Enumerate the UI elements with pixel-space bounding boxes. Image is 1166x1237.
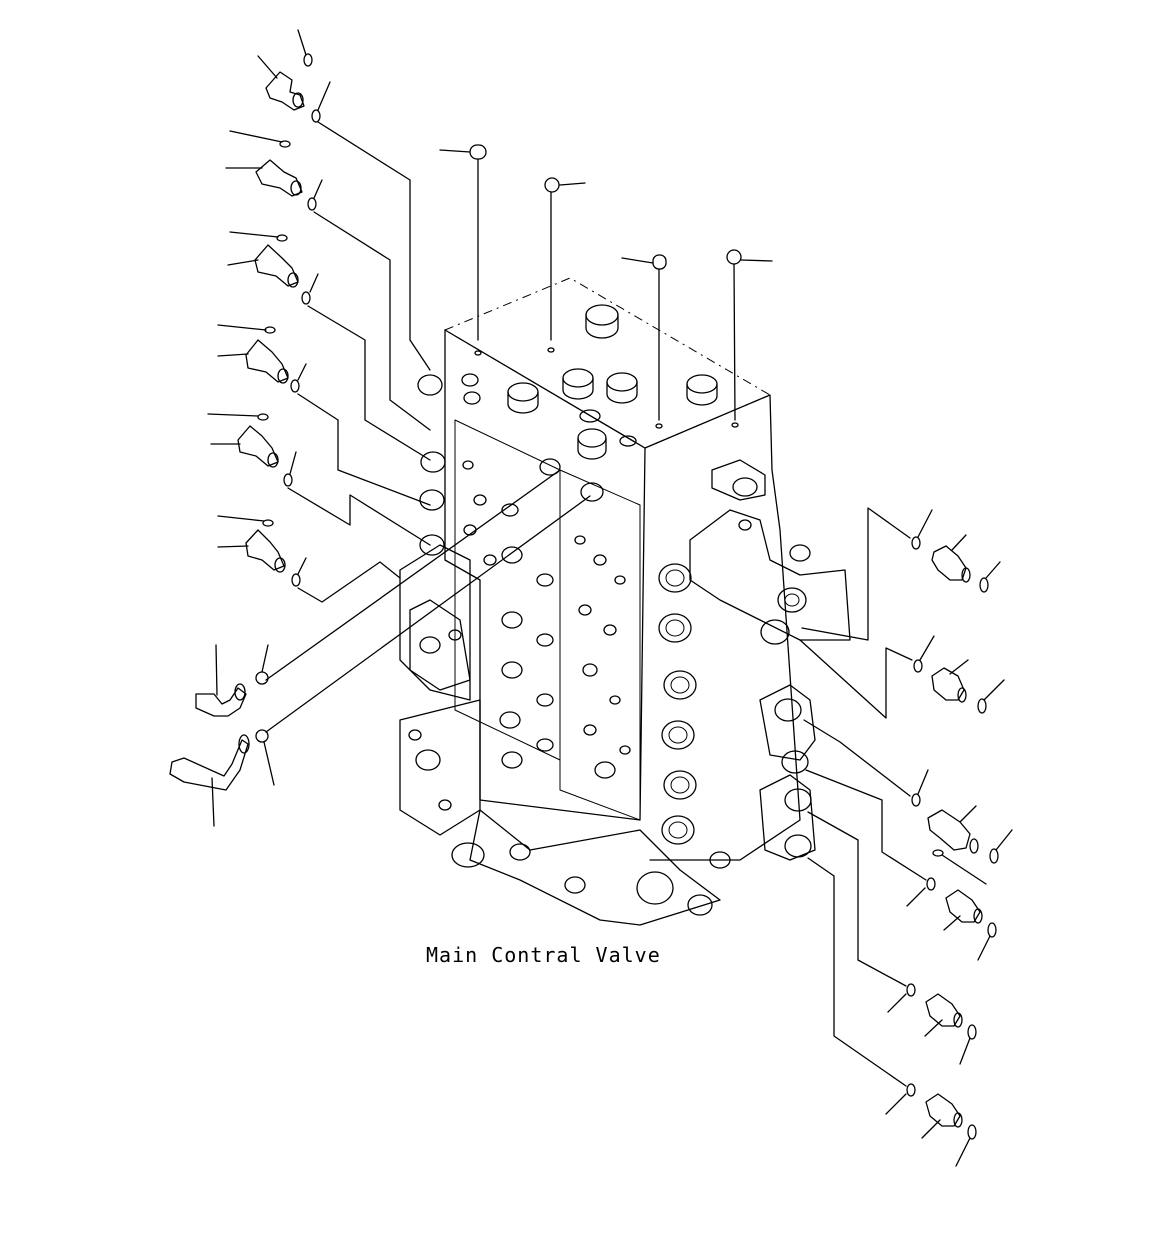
valve-body (399, 277, 801, 926)
top-plugs (474, 304, 739, 460)
pilot-valve-housings (689, 459, 851, 861)
right-straight-fittings (799, 507, 1013, 1167)
left-elbow-fittings (207, 29, 431, 603)
top-plug-callouts (439, 144, 773, 421)
lower-left-fittings (169, 469, 591, 827)
left-face-ports (462, 458, 631, 779)
right-face-spools (636, 563, 731, 916)
left-attachments (408, 373, 586, 894)
diagram-caption: Main Contral Valve (426, 943, 661, 967)
